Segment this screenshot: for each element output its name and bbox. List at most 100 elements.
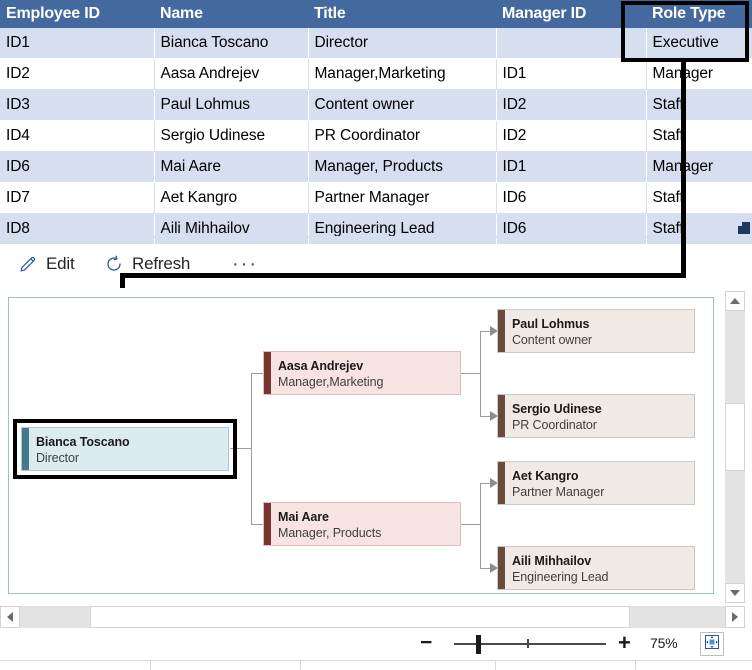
scroll-left-button[interactable] [0,606,20,628]
scroll-down-button[interactable] [725,583,745,603]
cell-title[interactable]: Partner Manager [308,182,497,214]
node-accent-bar [498,462,505,504]
table-row[interactable]: ID6 Mai Aare Manager, Products ID1 Manag… [0,151,752,183]
org-node-paul-lohmus[interactable]: Paul Lohmus Content owner [497,309,695,353]
vertical-scrollbar[interactable] [725,291,745,603]
table-row[interactable]: ID3 Paul Lohmus Content owner ID2 Staff [0,89,752,121]
column-header-name[interactable]: Name [154,0,308,28]
cell-employee-id[interactable]: ID8 [0,213,155,245]
grid-cell[interactable] [150,661,301,670]
org-node-bianca-toscano[interactable]: Bianca Toscano Director [21,427,229,471]
spreadsheet-grid-strip [0,660,752,670]
column-header-role-type[interactable]: Role Type [646,0,752,28]
node-accent-bar [264,352,271,394]
table-bottom-edge [0,236,752,238]
org-node-title: Engineering Lead [512,570,609,584]
column-header-title[interactable]: Title [308,0,496,28]
edit-label: Edit [46,254,75,273]
cell-role-type[interactable]: Staff [646,182,752,214]
node-accent-bar [22,428,29,470]
ellipsis-icon: ··· [232,253,258,275]
scroll-right-button[interactable] [725,606,745,628]
column-header-employee-id[interactable]: Employee ID [0,0,154,28]
zoom-slider-thumb[interactable] [476,635,481,654]
cell-role-type[interactable]: Staff [646,213,752,245]
connector [251,373,271,374]
more-options-button[interactable]: ··· [232,250,258,278]
cell-title[interactable]: PR Coordinator [308,120,497,152]
org-node-title: Manager,Marketing [278,375,384,389]
cell-employee-id[interactable]: ID2 [0,58,155,90]
grid-cell[interactable] [495,661,636,670]
org-node-sergio-udinese[interactable]: Sergio Udinese PR Coordinator [497,394,695,438]
zoom-out-button[interactable]: − [420,631,433,654]
org-node-title: Manager, Products [278,526,382,540]
cell-title[interactable]: Director [308,28,497,59]
cell-manager-id[interactable]: ID6 [496,182,647,214]
cell-name[interactable]: Sergio Udinese [154,120,309,152]
zoom-toolbar: − + 75% [0,628,752,660]
org-chart-canvas[interactable]: Bianca Toscano Director Aasa Andrejev Ma… [8,297,714,594]
cell-role-type[interactable]: Manager [646,58,752,90]
cell-employee-id[interactable]: ID1 [0,28,155,59]
horizontal-scrollbar-thumb[interactable] [90,606,630,628]
cell-employee-id[interactable]: ID7 [0,182,155,214]
cell-title[interactable]: Manager,Marketing [308,58,497,90]
org-node-mai-aare[interactable]: Mai Aare Manager, Products [263,502,461,546]
refresh-button[interactable]: Refresh [104,250,190,278]
grid-cell[interactable] [300,661,496,670]
cell-role-type[interactable]: Staff [646,89,752,121]
table-row[interactable]: ID4 Sergio Udinese PR Coordinator ID2 St… [0,120,752,152]
cell-manager-id[interactable]: ID6 [496,213,647,245]
cell-name[interactable]: Mai Aare [154,151,309,183]
table-row[interactable]: ID1 Bianca Toscano Director Executive [0,28,752,59]
table-row[interactable]: ID8 Aili Mihhailov Engineering Lead ID6 … [0,213,752,245]
cell-name[interactable]: Aet Kangro [154,182,309,214]
org-node-aili-mihhailov[interactable]: Aili Mihhailov Engineering Lead [497,546,695,590]
cell-employee-id[interactable]: ID3 [0,89,155,121]
zoom-in-button[interactable]: + [618,630,631,655]
horizontal-scrollbar[interactable] [0,606,745,628]
zoom-slider-track[interactable] [454,643,606,645]
cell-name[interactable]: Aili Mihhailov [154,213,309,245]
employee-table-region[interactable]: Employee ID Name Title Manager ID Role T… [0,0,752,245]
connector-arrowhead-icon [490,326,498,336]
cell-title[interactable]: Content owner [308,89,497,121]
cell-title[interactable]: Engineering Lead [308,213,497,245]
table-resize-handle[interactable] [738,222,750,234]
cell-name[interactable]: Paul Lohmus [154,89,309,121]
cell-role-type[interactable]: Manager [646,151,752,183]
vertical-scrollbar-thumb[interactable] [725,403,745,471]
grid-cell[interactable] [0,661,151,670]
scroll-up-button[interactable] [725,291,745,311]
cell-employee-id[interactable]: ID6 [0,151,155,183]
callout-line-vertical-1 [681,62,686,278]
org-node-aet-kangro[interactable]: Aet Kangro Partner Manager [497,461,695,505]
connector [230,448,252,449]
org-node-title: Partner Manager [512,485,605,499]
connector [480,331,481,416]
cell-manager-id[interactable]: ID2 [496,89,647,121]
table-row[interactable]: ID7 Aet Kangro Partner Manager ID6 Staff [0,182,752,214]
cell-employee-id[interactable]: ID4 [0,120,155,152]
node-accent-bar [264,503,271,545]
cell-title[interactable]: Manager, Products [308,151,497,183]
cell-manager-id[interactable] [496,28,647,59]
cell-manager-id[interactable]: ID2 [496,120,647,152]
employee-table[interactable]: Employee ID Name Title Manager ID Role T… [0,0,752,245]
org-node-aasa-andrejev[interactable]: Aasa Andrejev Manager,Marketing [263,351,461,395]
fit-to-window-button[interactable] [700,632,724,656]
zoom-percent-label[interactable]: 75% [650,635,678,651]
column-header-manager-id[interactable]: Manager ID [496,0,646,28]
connector-arrowhead-icon [490,563,498,573]
edit-button[interactable]: Edit [18,250,75,278]
cell-manager-id[interactable]: ID1 [496,58,647,90]
cell-manager-id[interactable]: ID1 [496,151,647,183]
cell-name[interactable]: Aasa Andrejev [154,58,309,90]
table-row[interactable]: ID2 Aasa Andrejev Manager,Marketing ID1 … [0,58,752,90]
table-toolbar: Edit Refresh ··· [0,244,752,286]
connector-arrowhead-icon [490,411,498,421]
cell-role-type[interactable]: Staff [646,120,752,152]
cell-name[interactable]: Bianca Toscano [154,28,309,59]
cell-role-type[interactable]: Executive [646,28,752,59]
